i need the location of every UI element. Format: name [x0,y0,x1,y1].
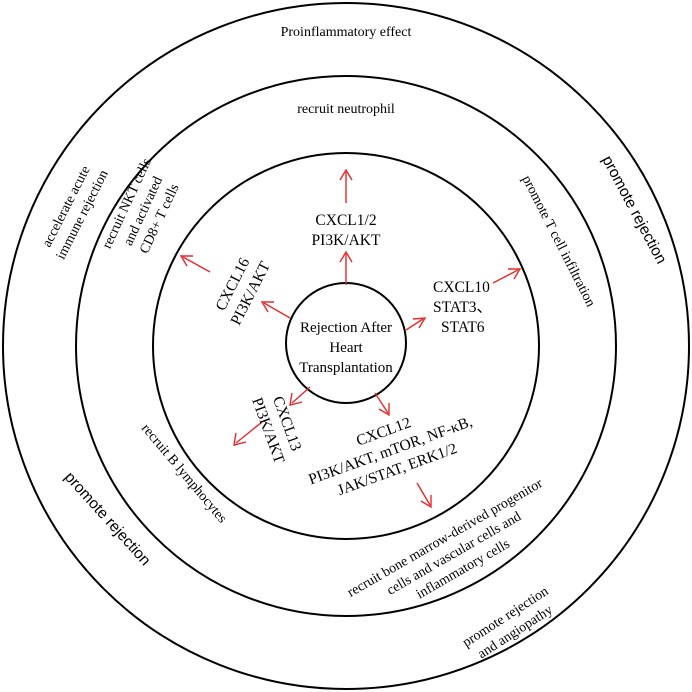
arrow-cxcl12-outer [416,482,431,506]
arrow-cxcl10-outer [492,269,519,284]
arrow-cxcl1-inner-head [339,250,353,263]
promote-rejection-right-group: promote rejection [598,153,669,267]
arrow-cxcl16-outer [182,256,211,273]
inner-ring [152,152,540,540]
cxcl10-label: CXCL10 [433,279,490,296]
center-line-1: Rejection After [300,320,392,336]
arrow-cxcl10-outer-head [508,268,522,280]
arrow-cxcl13-outer-head [233,432,247,446]
arrow-cxcl10-inner [405,318,424,331]
cxcl13-group: CXCL13 PI3K/AKT [248,394,304,466]
arrow-cxcl16-inner [263,302,291,319]
arrow-cxcl1-outer-head [339,168,353,181]
arrow-cxcl10-inner-head [412,317,427,329]
center-line-2: Heart [329,340,363,356]
cxcl10-pathway-2: STAT6 [441,319,485,336]
cxcl12-group: CXCL12 PI3K/AKT, mTOR, NF-κB, JAK/STAT, … [306,413,474,499]
arrow-cxcl16-inner-head [260,301,274,313]
promote-rejection-right-label: promote rejection [598,153,669,267]
arrow-cxcl12-inner [374,392,389,414]
b-cell-group: recruit B lymphocytes [138,421,229,526]
cxcl1-2-pathway: PI3K/AKT [312,232,381,249]
arrow-cxcl13-inner-head [289,392,303,406]
arrow-cxcl13-outer [235,421,263,444]
arrow-cxcl12-outer-head [420,495,432,509]
arrow-cxcl12-inner-head [378,403,390,417]
b-cell-label: recruit B lymphocytes [138,421,229,526]
arrow-cxcl13-inner [291,386,311,404]
cxcl16-group: CXCL16 PI3K/AKT [212,255,274,328]
neutrophil-label: recruit neutrophil [297,102,395,117]
arrow-cxcl16-outer-head [179,255,193,267]
center-label: Rejection After Heart Transplantation [299,320,393,376]
center-line-3: Transplantation [299,360,393,376]
proinflammatory-label: Proinflammatory effect [281,25,412,40]
middle-ring [75,75,617,617]
cxcl10-pathway-1: STAT3、 [433,299,492,316]
cxcl1-2-label: CXCL1/2 [315,212,376,229]
arrows [179,168,522,509]
